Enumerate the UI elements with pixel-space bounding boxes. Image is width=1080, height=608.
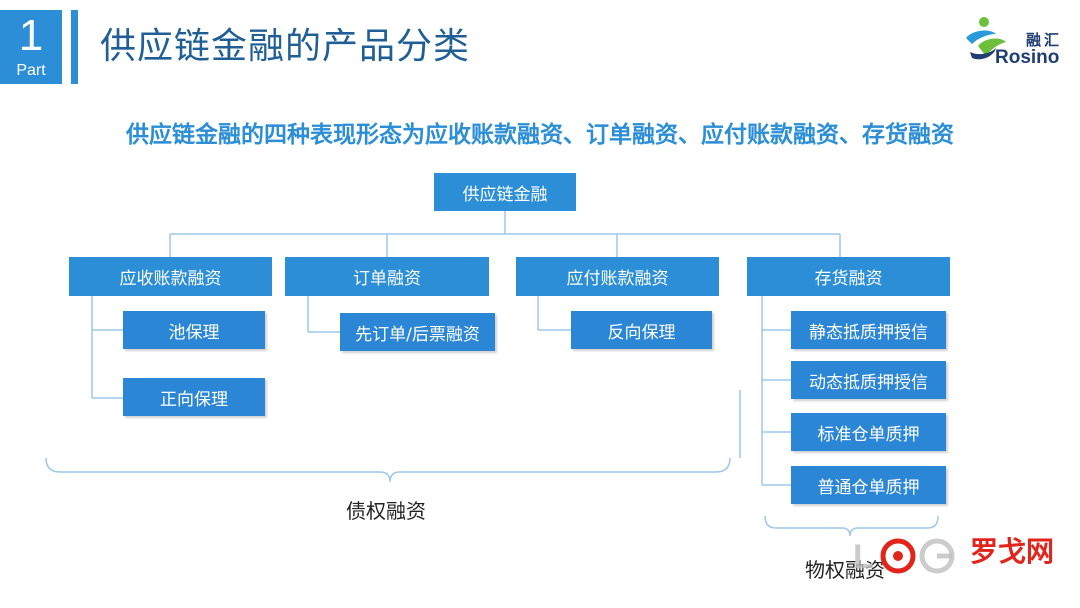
node-inventory-financing: 存货融资 <box>747 257 950 296</box>
subtitle: 供应链金融的四种表现形态为应收账款融资、订单融资、应付账款融资、存货融资 <box>126 122 954 148</box>
node-order-then-invoice: 先订单/后票融资 <box>340 313 495 351</box>
node-root: 供应链金融 <box>434 173 576 211</box>
logo-en-text: Rosino <box>995 47 1060 68</box>
node-dynamic-pledge: 动态抵质押授信 <box>791 361 946 399</box>
node-standard-warehouse-receipt: 标准仓单质押 <box>791 413 946 451</box>
node-accounts-receivable: 应收账款融资 <box>69 257 272 296</box>
page-title: 供应链金融的产品分类 <box>100 26 471 67</box>
node-static-pledge: 静态抵质押授信 <box>791 311 946 349</box>
svg-text:L: L <box>853 538 874 576</box>
log-watermark-icon: L <box>853 538 955 576</box>
rosino-logo-icon <box>966 17 1006 60</box>
part-word: Part <box>16 62 46 79</box>
logo-cn-text: 融汇 <box>1026 31 1063 49</box>
node-order-financing: 订单融资 <box>285 257 489 296</box>
title-accent-bar <box>71 10 78 84</box>
node-accounts-payable: 应付账款融资 <box>516 257 719 296</box>
part-number: 1 <box>18 11 44 60</box>
group-label-debt: 债权融资 <box>346 499 426 523</box>
watermark-text: 罗戈网 <box>970 535 1055 568</box>
node-forward-factoring: 正向保理 <box>123 378 265 416</box>
group-label-property: 物权融资 <box>805 558 885 582</box>
node-pool-factoring: 池保理 <box>123 311 265 349</box>
node-reverse-factoring: 反向保理 <box>571 311 712 349</box>
node-ordinary-warehouse-receipt: 普通仓单质押 <box>791 466 946 504</box>
part-badge: 1 Part <box>0 10 62 84</box>
